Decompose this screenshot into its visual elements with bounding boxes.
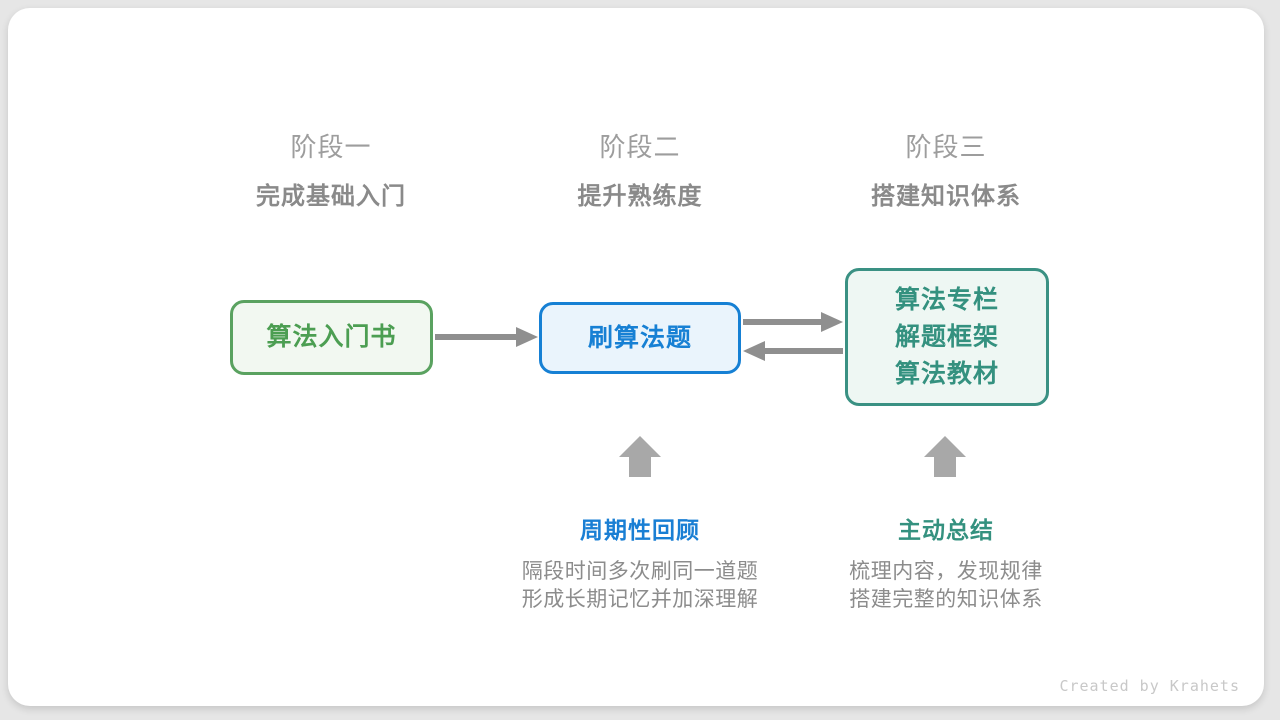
annotation-summarize-description: 梳理内容，发现规律 搭建完整的知识体系 xyxy=(756,558,1136,613)
node-practice-label: 刷算法题 xyxy=(587,323,692,352)
annotation-review-description: 隔段时间多次刷同一道题 形成长期记忆并加深理解 xyxy=(450,558,830,613)
annotation-review-line-1: 隔段时间多次刷同一道题 xyxy=(521,560,759,583)
stage-2-subtitle: 提升熟练度 xyxy=(577,183,703,210)
node-resources-line-3: 算法教材 xyxy=(894,359,999,388)
stage-1-subtitle: 完成基础入门 xyxy=(256,183,406,210)
stage-3-label: 阶段三 xyxy=(905,132,987,162)
node-intro-book-label: 算法入门书 xyxy=(266,323,397,351)
node-intro-book: 算法入门书 xyxy=(230,300,433,375)
annotation-review-title: 周期性回顾 xyxy=(580,517,700,543)
stage-3-subtitle: 搭建知识体系 xyxy=(871,183,1021,210)
stage-1-label: 阶段一 xyxy=(290,132,372,162)
node-resources-line-1: 算法专栏 xyxy=(894,285,999,314)
annotation-summarize-title: 主动总结 xyxy=(898,517,994,543)
credit-text: Created by Krahets xyxy=(1059,677,1240,695)
stage-2-label: 阶段二 xyxy=(599,132,681,162)
annotation-review-line-2: 形成长期记忆并加深理解 xyxy=(521,587,759,611)
node-resources: 算法专栏 解题框架 算法教材 xyxy=(845,268,1049,406)
annotation-summarize-line-1: 梳理内容，发现规律 xyxy=(849,560,1043,583)
node-resources-line-2: 解题框架 xyxy=(894,322,999,351)
node-practice: 刷算法题 xyxy=(539,302,741,374)
annotation-summarize-line-2: 搭建完整的知识体系 xyxy=(849,587,1043,611)
